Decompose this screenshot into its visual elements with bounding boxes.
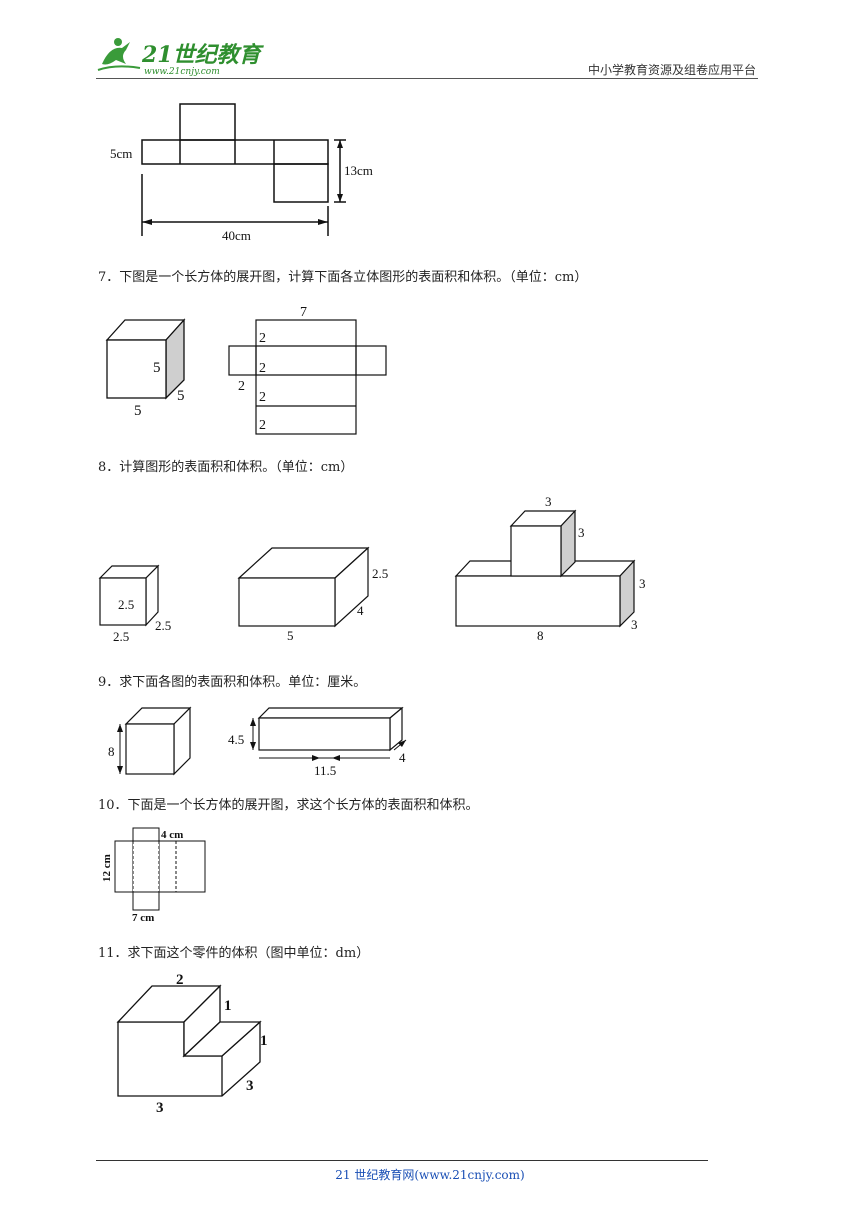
- q8-box-height: 2.5: [372, 566, 388, 581]
- figure-q11: 2 1 1 3 3: [116, 972, 268, 1116]
- q8-box-depth: 4: [357, 603, 364, 618]
- footer-text[interactable]: 21 世纪教育网(www.21cnjy.com): [335, 1168, 525, 1182]
- q10-label-4cm: 4 cm: [161, 829, 183, 841]
- question-7-text: 7．下图是一个长方体的展开图，计算下面各立体图形的表面积和体积。（单位：cm）: [98, 270, 588, 285]
- q8-cube-height: 2.5: [118, 597, 134, 612]
- q11-label-top: 2: [176, 972, 184, 988]
- logo-url-text: www.21cnjy.com: [144, 67, 220, 77]
- header-platform-text: 中小学教育资源及组卷应用平台: [587, 63, 756, 77]
- q11-label-right-height: 1: [260, 1033, 268, 1049]
- footer-divider: [96, 1160, 708, 1161]
- site-logo: 21世纪教育 www.21cnjy.com: [96, 34, 266, 78]
- fig6-label-5cm: 5cm: [110, 146, 132, 161]
- figure-q6-net: 5cm 13cm 40cm: [110, 103, 373, 243]
- q7-net-top-label: 7: [300, 305, 307, 320]
- q7-cube-depth: 5: [177, 388, 185, 404]
- q7-net-row-3: 2: [259, 390, 266, 405]
- q11-label-depth: 3: [246, 1078, 254, 1094]
- question-11-text: 11．求下面这个零件的体积（图中单位：dm）: [98, 946, 370, 961]
- q8-cube-depth: 2.5: [155, 618, 171, 633]
- question-9-text: 9．求下面各图的表面积和体积。单位：厘米。: [98, 675, 367, 690]
- figure-q8: 2.5 2.5 2.5 2.5 4 5 3 3 3 3 8: [98, 494, 646, 644]
- q9-box-height: 4.5: [228, 732, 244, 747]
- q7-net-row-4: 2: [259, 418, 266, 433]
- q8-box-width: 5: [287, 628, 294, 643]
- figure-q10-net: 4 cm 12 cm 7 cm: [101, 827, 206, 924]
- q10-label-12cm: 12 cm: [101, 854, 113, 882]
- q9-cube-label: 8: [108, 744, 115, 759]
- q8-block-height: 3: [639, 576, 646, 591]
- fig6-label-40cm: 40cm: [222, 228, 251, 243]
- q9-box-length: 11.5: [314, 763, 336, 778]
- q7-net-side-label: 2: [238, 379, 245, 394]
- q9-box-depth: 4: [399, 750, 406, 765]
- q8-top-cube-height: 3: [578, 525, 585, 540]
- q11-label-length: 3: [156, 1100, 164, 1116]
- question-10-text: 10．下面是一个长方体的展开图，求这个长方体的表面积和体积。: [98, 798, 479, 813]
- question-8-text: 8．计算图形的表面积和体积。（单位：cm）: [98, 460, 354, 475]
- header-divider: [96, 78, 758, 79]
- q7-cube-height: 5: [153, 360, 161, 376]
- logo-text: 21世纪教育: [141, 42, 265, 68]
- fig6-label-13cm: 13cm: [344, 163, 373, 178]
- q8-block-length: 8: [537, 628, 544, 643]
- figure-q7: 5 5 5 7 2 2 2 2 2: [105, 305, 387, 435]
- figure-q9: 8 4.5 11.5 4: [108, 706, 407, 778]
- q8-cube-width: 2.5: [113, 629, 129, 644]
- q8-block-depth: 3: [631, 617, 638, 632]
- q7-net-row-1: 2: [259, 331, 266, 346]
- q7-net-row-2: 2: [259, 361, 266, 376]
- q7-cube-width: 5: [134, 403, 142, 419]
- q10-label-7cm: 7 cm: [132, 912, 154, 924]
- q11-label-step: 1: [224, 998, 232, 1014]
- q8-top-cube-width: 3: [545, 494, 552, 509]
